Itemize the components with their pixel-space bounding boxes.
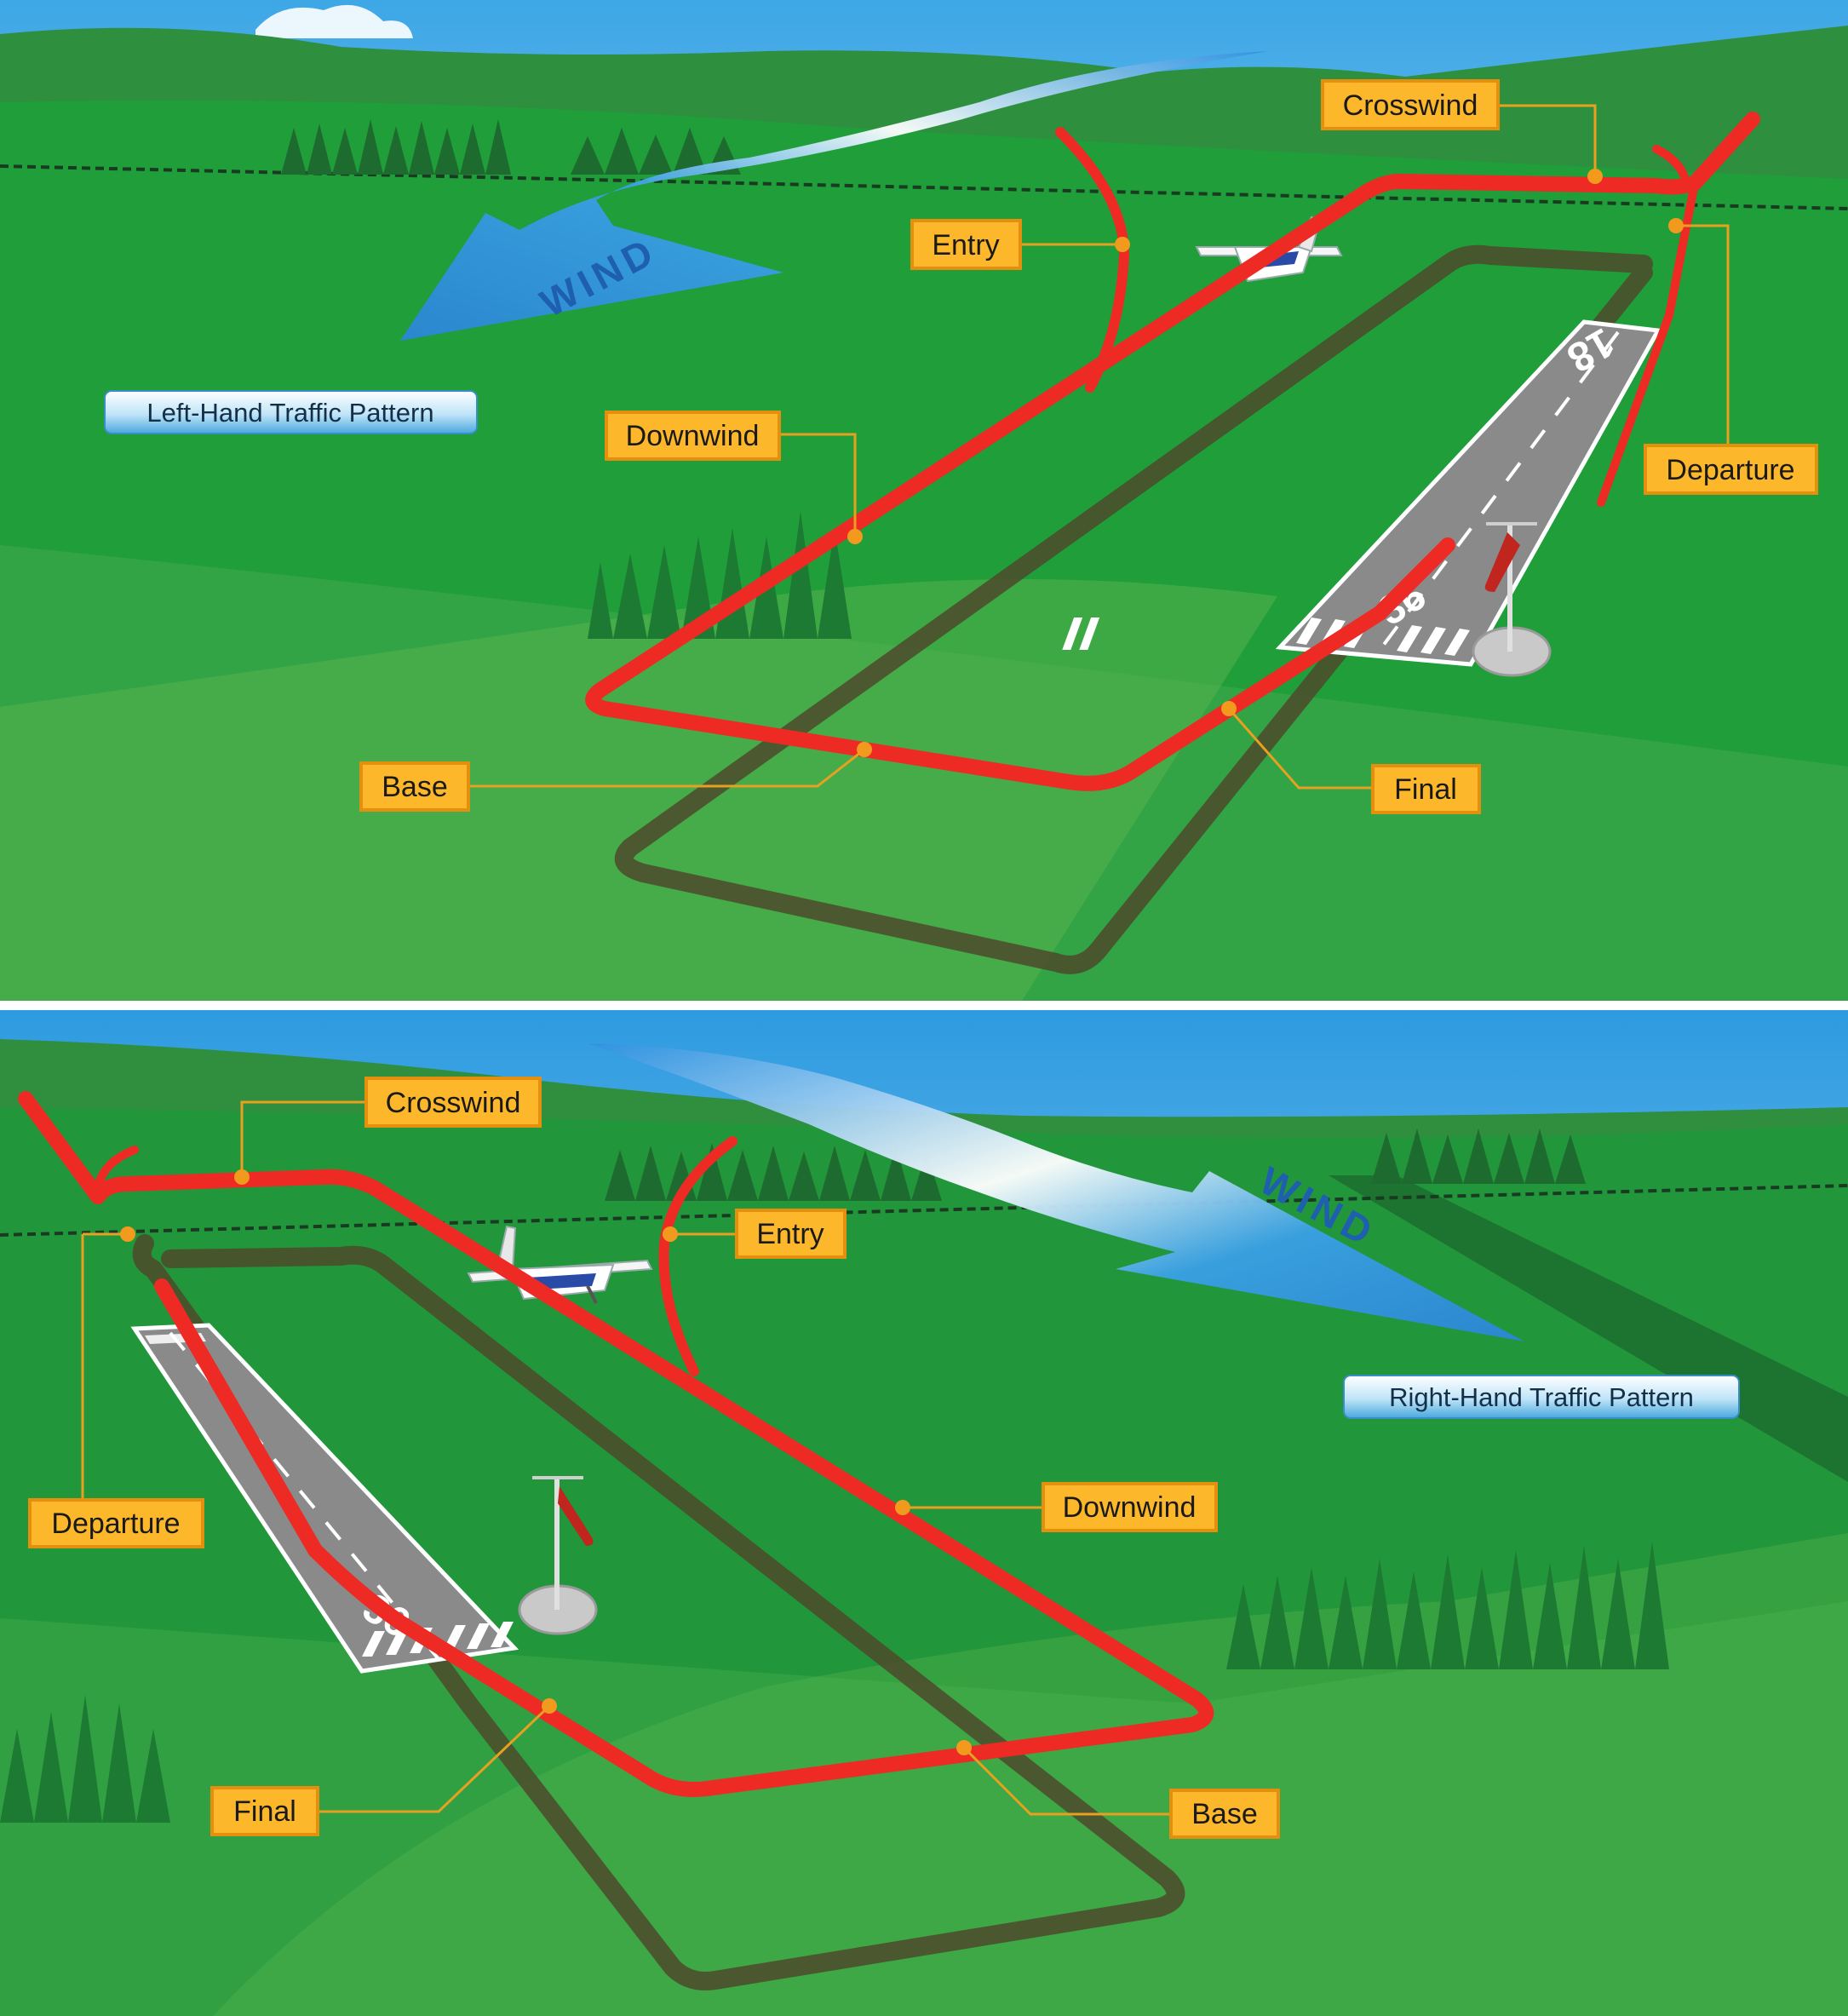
panel-separator xyxy=(0,1001,1848,1010)
label-crosswind: Crosswind xyxy=(1321,79,1500,130)
svg-text:Base: Base xyxy=(382,771,448,803)
label-downwind: Downwind xyxy=(605,411,781,461)
leaders-right xyxy=(81,1100,1171,1816)
crosswind-hook xyxy=(94,1146,139,1192)
windsock-right xyxy=(518,1476,598,1635)
windsock-left xyxy=(1472,522,1552,677)
tree-line xyxy=(571,128,741,175)
fence-line xyxy=(0,1184,1848,1237)
tree-line xyxy=(1371,1129,1586,1184)
svg-text:Crosswind: Crosswind xyxy=(386,1087,521,1119)
cloud xyxy=(255,4,413,39)
label-departure: Departure xyxy=(1644,444,1818,495)
svg-text:Base: Base xyxy=(1191,1798,1258,1830)
leaders-left xyxy=(468,104,1730,790)
svg-text:Final: Final xyxy=(1394,773,1457,806)
svg-text:Entry: Entry xyxy=(756,1218,824,1250)
label-entry: Entry xyxy=(735,1209,847,1259)
svg-text:Final: Final xyxy=(233,1795,296,1828)
label-base: Base xyxy=(1169,1789,1280,1839)
tree-cluster xyxy=(1226,1542,1669,1669)
right-hand-panel: WIND 36 xyxy=(0,1010,1848,2016)
pattern-ground-shadow xyxy=(614,244,1653,974)
label-downwind: Downwind xyxy=(1042,1482,1218,1532)
svg-text:Entry: Entry xyxy=(932,229,999,261)
svg-text:Crosswind: Crosswind xyxy=(1343,89,1478,122)
entry-leg xyxy=(658,1136,737,1376)
crosswind-hook xyxy=(1652,145,1690,187)
label-final: Final xyxy=(210,1786,319,1836)
label-crosswind: Crosswind xyxy=(364,1077,542,1128)
label-departure: Departure xyxy=(28,1498,204,1548)
title-text: Left-Hand Traffic Pattern xyxy=(146,398,433,428)
tree-cluster xyxy=(0,1695,170,1823)
label-entry: Entry xyxy=(910,219,1022,270)
tree-line xyxy=(281,119,511,175)
label-base: Base xyxy=(359,761,470,812)
title-text: Right-Hand Traffic Pattern xyxy=(1389,1382,1694,1412)
pattern-path xyxy=(585,112,1760,791)
entry-leg xyxy=(1055,127,1129,393)
svg-text:Downwind: Downwind xyxy=(626,420,760,452)
svg-text:Downwind: Downwind xyxy=(1063,1491,1197,1524)
pattern-ground-shadow xyxy=(132,1234,1185,1990)
field-patch xyxy=(0,579,1277,1001)
svg-text:Departure: Departure xyxy=(1666,454,1794,486)
right-pattern-title: Right-Hand Traffic Pattern xyxy=(1343,1375,1740,1419)
label-final: Final xyxy=(1371,764,1481,814)
left-hand-panel: WIND 36 18 xyxy=(0,0,1848,1001)
tree-cluster xyxy=(588,511,852,639)
pattern-path xyxy=(18,1091,1214,1797)
departure-line xyxy=(1597,179,1699,507)
svg-text:Departure: Departure xyxy=(51,1508,180,1540)
left-pattern-title: Left-Hand Traffic Pattern xyxy=(104,390,478,434)
